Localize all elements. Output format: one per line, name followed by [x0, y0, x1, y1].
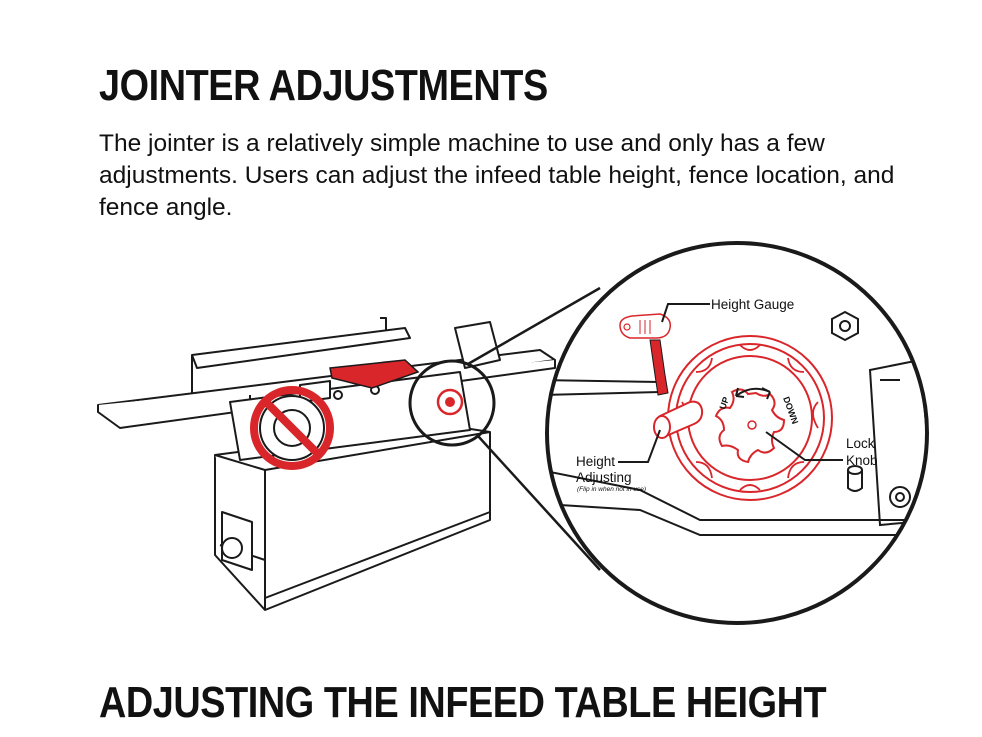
jointer-machine — [97, 317, 556, 611]
lock-knob-small-icon — [436, 388, 464, 416]
height-adjusting-label-1: Height — [576, 454, 615, 469]
lock-knob-label-2: Knob — [846, 453, 878, 468]
height-adjusting-label-2: Adjusting — [576, 470, 632, 485]
height-gauge-label: Height Gauge — [711, 297, 794, 312]
power-switch-icon — [221, 537, 243, 559]
height-gauge — [619, 313, 672, 396]
lock-knob-label-1: Lock — [846, 436, 875, 451]
intro-paragraph: The jointer is a relatively simple machi… — [99, 130, 895, 221]
page-title: JOINTER ADJUSTMENTS — [99, 61, 548, 110]
detail-view: UP DOWN Height Gauge Height Adjusting (F… — [545, 241, 929, 625]
jointer-illustration: UP DOWN Height Gauge Height Adjusting (F… — [97, 241, 929, 625]
detail-focus-circle — [408, 359, 496, 447]
section-heading: ADJUSTING THE INFEED TABLE HEIGHT — [99, 678, 827, 727]
do-not-use-crank-icon — [250, 386, 334, 470]
up-label: UP — [717, 396, 731, 411]
cutter-guard — [329, 359, 420, 389]
height-adjusting-note: (Flip in when not in use) — [577, 486, 646, 493]
lock-knob — [714, 388, 786, 464]
